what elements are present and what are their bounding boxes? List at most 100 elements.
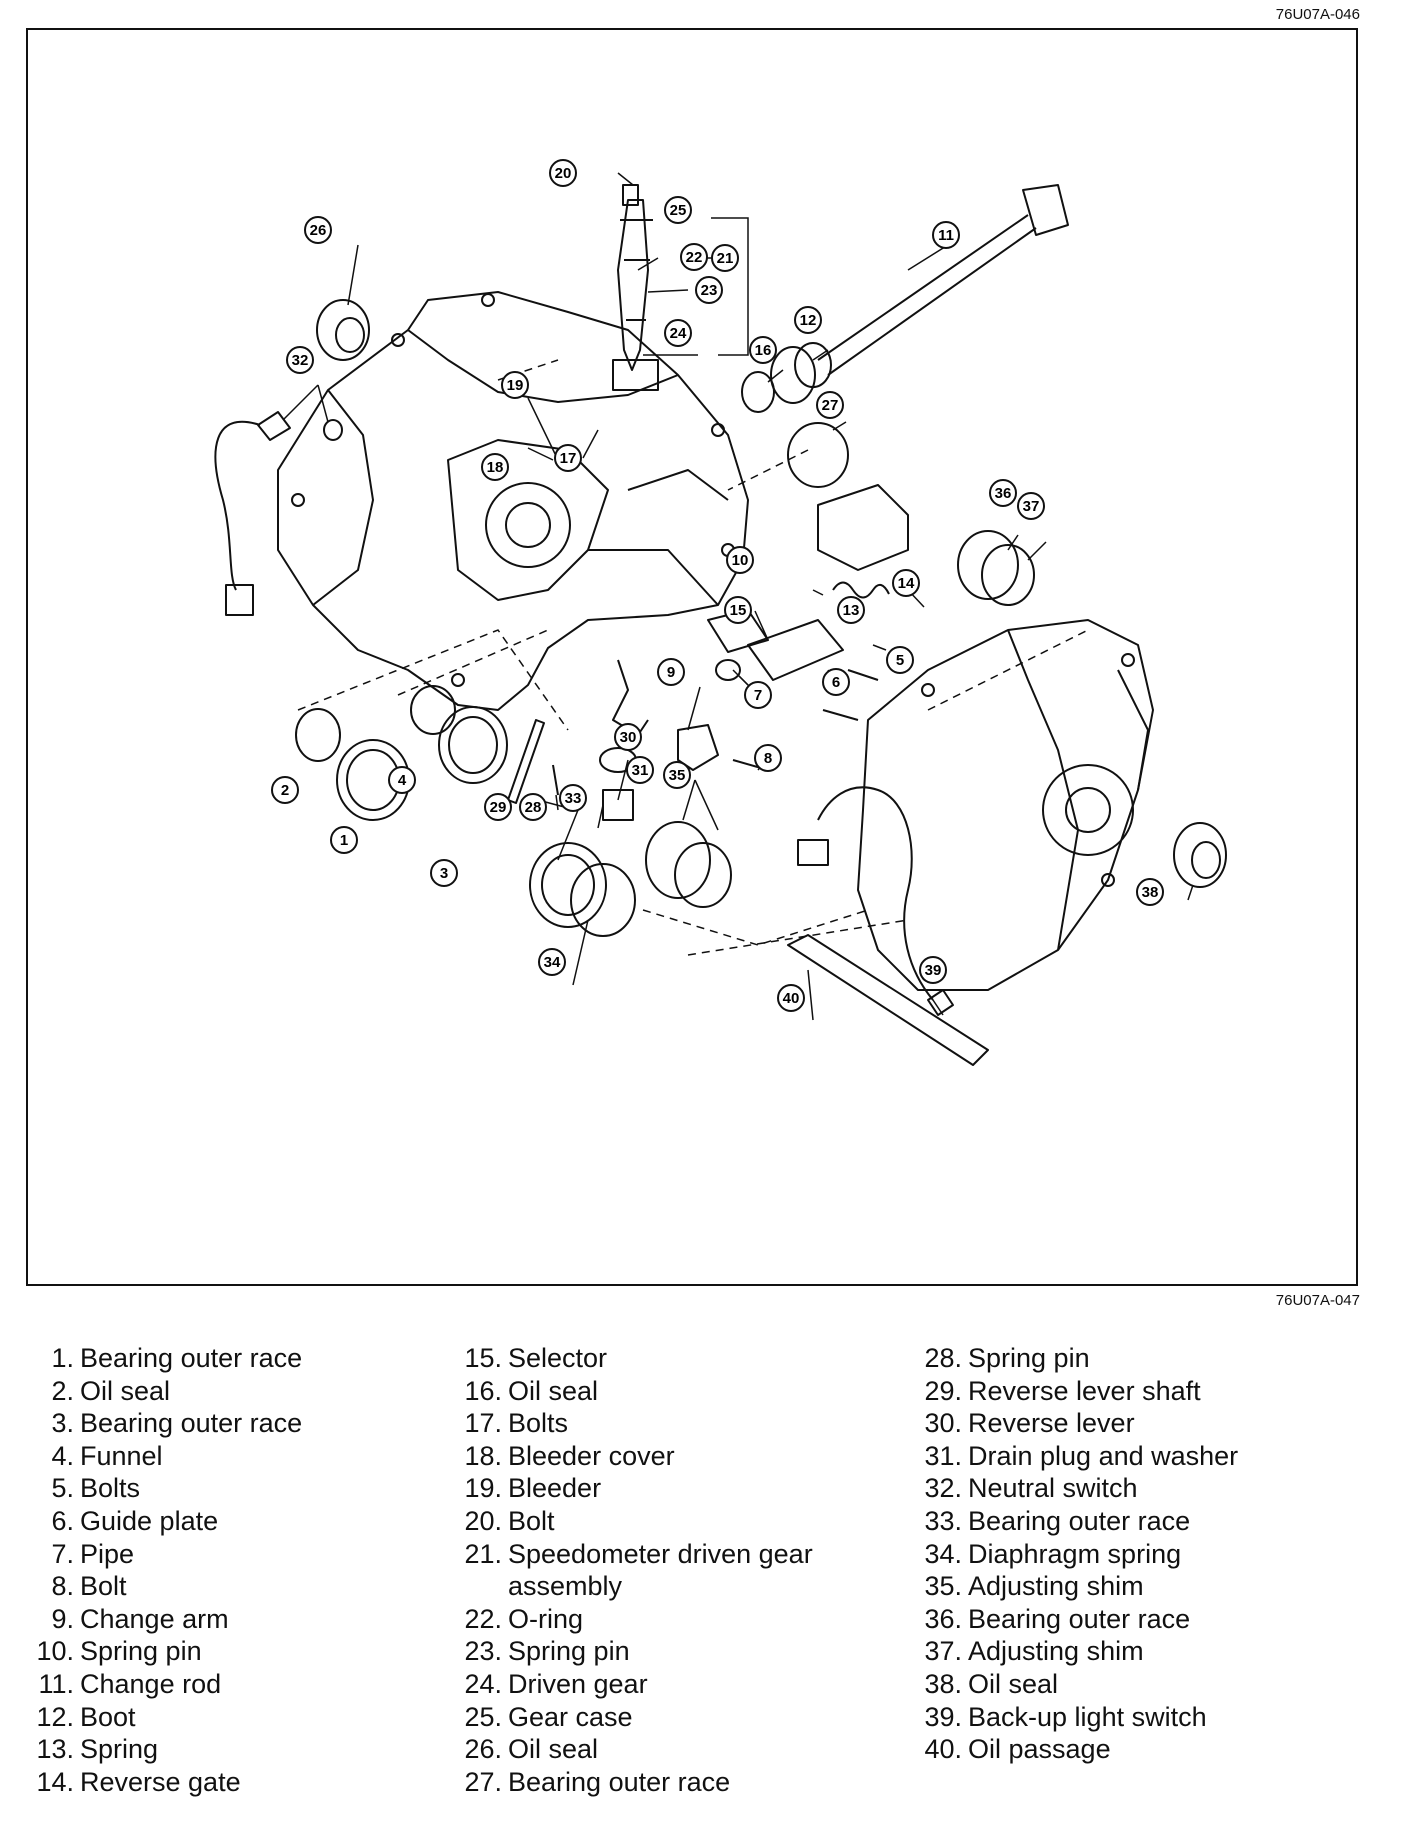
legend-item-label: Oil seal [80,1375,171,1406]
callout-24: 24 [664,319,692,347]
callout-10: 10 [726,546,754,574]
legend-item-label: Bolt [80,1571,127,1602]
callout-21: 21 [711,244,739,272]
change-arm [677,724,719,771]
callout-number: 9 [667,664,675,681]
callout-number: 22 [686,249,703,266]
guide-plate [747,619,844,681]
legend-item-label: Bearing outer race [968,1603,1191,1634]
legend-item: 8.Bolt [20,1570,302,1603]
callout-number: 27 [822,397,839,414]
legend-item-label: Boot [80,1701,136,1732]
legend-item: 25.Gear case [458,1701,813,1734]
callout-number: 12 [800,312,817,329]
legend-item-number: 12. [36,1701,74,1732]
legend-item: 11.Change rod [20,1668,302,1701]
legend-item-number: 19. [464,1473,502,1504]
callout-6: 6 [822,668,850,696]
legend-item-number: 39. [924,1701,962,1732]
callout-circle [989,479,1017,507]
callout-circle [919,956,947,984]
callout-number: 4 [398,772,407,789]
legend-item-number: 28. [924,1343,962,1373]
legend-item-number: 34. [924,1538,962,1569]
legend-item-number: 33. [924,1505,962,1536]
legend-item-number: 18. [464,1440,502,1471]
legend-item: 15.Selector [458,1342,813,1375]
legend-item-label: Bleeder cover [508,1440,675,1471]
callout-12: 12 [794,306,822,334]
legend-item-number: 27. [464,1766,502,1797]
legend-item-label: Bleeder [508,1473,602,1504]
legend-item-number: 24. [464,1668,502,1699]
legend-item: 13.Spring [20,1733,302,1766]
legend-item-number: 7. [51,1538,74,1569]
callout-23: 23 [695,276,723,304]
callout-circle [538,948,566,976]
legend-item-label: assembly [508,1571,623,1602]
adjusting-shim-35 [645,821,711,899]
oil-passage [787,934,989,1066]
neutral-switch [257,411,291,441]
reverse-lever-shaft [507,719,545,804]
legend-item: assembly [458,1570,813,1603]
callout-number: 3 [440,865,448,882]
legend-item-number: 3. [51,1408,74,1439]
legend-item-number: 15. [464,1343,502,1373]
legend-item: 40.Oil passage [918,1733,1238,1766]
legend-item-label: Pipe [80,1538,135,1569]
callout-number: 33 [565,790,582,807]
callout-circle [1017,492,1045,520]
callout-number: 38 [1142,884,1159,901]
legend-item: 16.Oil seal [458,1375,813,1408]
callout-circle [663,761,691,789]
funnel [410,685,456,735]
callout-number: 5 [896,652,904,669]
diaphragm-spring [570,863,636,937]
callout-circle [695,276,723,304]
legend-item: 37.Adjusting shim [918,1635,1238,1668]
legend-item: 20.Bolt [458,1505,813,1538]
callout-number: 30 [620,729,637,746]
legend-item-number: 25. [464,1701,502,1732]
callout-circle [657,658,685,686]
legend-item: 32.Neutral switch [918,1472,1238,1505]
callout-circle [388,766,416,794]
callout-4: 4 [388,766,416,794]
callout-27: 27 [816,391,844,419]
legend-item-number: 10. [36,1636,74,1667]
callout-circle [430,859,458,887]
callout-circle [680,243,708,271]
callout-number: 26 [310,222,327,239]
callout-circle [501,371,529,399]
legend-item: 30.Reverse lever [918,1407,1238,1440]
callout-40: 40 [777,984,805,1012]
reverse-lever [612,659,649,736]
callout-25: 25 [664,196,692,224]
legend-item-label: Oil seal [508,1375,599,1406]
callout-circle [286,346,314,374]
legend-item: 21.Speedometer driven gear [458,1538,812,1571]
callout-13: 13 [837,596,865,624]
legend-item-label: Spring pin [80,1636,202,1667]
legend-item-label: Bolts [508,1408,569,1439]
callout-circle [726,546,754,574]
legend-item-number: 26. [464,1734,502,1765]
callout-15: 15 [724,596,752,624]
legend-item: 35.Adjusting shim [918,1570,1238,1603]
legend-item-number: 35. [924,1571,962,1602]
legend-item: 39.Back-up light switch [918,1701,1238,1734]
legend-item-label: Drain plug and washer [968,1440,1239,1471]
legend-item: 31.Drain plug and washer [918,1440,1238,1473]
legend-item-number: 13. [36,1734,74,1765]
legend-item-number: 16. [464,1375,502,1406]
legend-item-label: Back-up light switch [968,1701,1207,1732]
legend-item-label: Spring [80,1734,159,1765]
callout-34: 34 [538,948,566,976]
callout-circle [711,244,739,272]
legend-item-number: 17. [464,1408,502,1439]
callout-number: 37 [1023,498,1040,515]
callout-number: 32 [292,352,309,369]
legend-item-label: Reverse lever [968,1408,1135,1439]
